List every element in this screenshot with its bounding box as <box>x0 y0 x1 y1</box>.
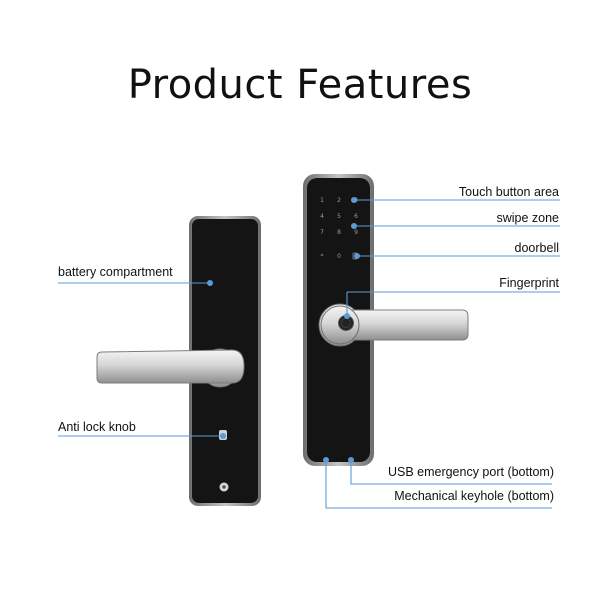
front-panel: 123456789*0# <box>303 174 469 466</box>
back-panel <box>96 216 261 506</box>
keypad-key: 5 <box>337 213 341 220</box>
keypad-key: 1 <box>320 197 324 204</box>
label-doorbell: doorbell <box>514 241 559 255</box>
keypad-key: 6 <box>354 213 358 220</box>
label-touch-button-area: Touch button area <box>458 185 559 199</box>
keypad-key: 7 <box>320 229 324 236</box>
callout-line-keyhole <box>325 460 552 509</box>
callout-line-usb <box>350 460 552 485</box>
label-fingerprint: Fingerprint <box>499 276 559 290</box>
keypad-key: 0 <box>337 253 341 260</box>
keypad-key: 2 <box>337 197 341 204</box>
callout-dots <box>207 197 360 463</box>
keypad-key: * <box>321 253 324 260</box>
front-handle-lever <box>329 309 469 341</box>
label-swipe-zone: swipe zone <box>496 211 559 225</box>
label-anti-lock-knob: Anti lock knob <box>58 420 136 434</box>
keypad-key: 8 <box>337 229 341 236</box>
page-title: Product Features <box>127 62 473 108</box>
label-usb-emergency-port: USB emergency port (bottom) <box>387 465 554 479</box>
label-mechanical-keyhole: Mechanical keyhole (bottom) <box>394 489 554 503</box>
callout-lines <box>58 199 560 509</box>
keypad-key: 9 <box>354 229 358 236</box>
keypad-key: 4 <box>320 213 324 220</box>
back-handle-lever <box>96 349 245 384</box>
label-battery-compartment: battery compartment <box>58 265 173 279</box>
